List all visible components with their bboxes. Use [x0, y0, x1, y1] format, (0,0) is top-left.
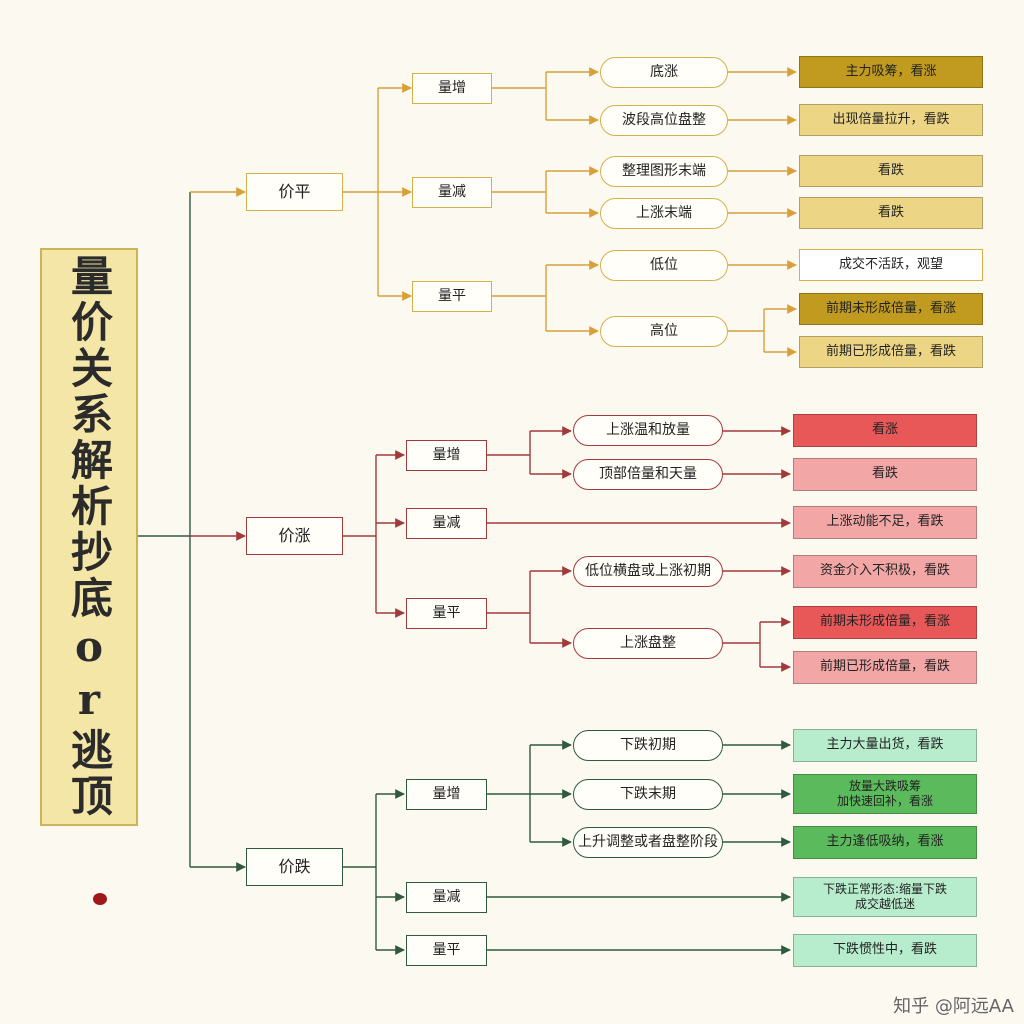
node-flat-cond-low: 低位: [600, 250, 728, 281]
node-flat-cond-high-consolidation: 波段高位盘整: [600, 105, 728, 136]
node-flat-res-distribution: 出现倍量拉升，看跌: [799, 104, 983, 136]
node-flat-res-wait: 成交不活跃，观望: [799, 249, 983, 281]
node-down-res-panic-rebound: 放量大跌吸筹 加快速回补，看涨: [793, 774, 977, 814]
node-flat-vol-down: 量减: [412, 177, 492, 208]
node-flat-res-bear-2: 看跌: [799, 197, 983, 229]
node-down-vol-up: 量增: [406, 779, 487, 810]
node-down-res-normal-fall: 下跌正常形态:缩量下跌 成交越低迷: [793, 877, 977, 917]
node-down-vol-flat: 量平: [406, 935, 487, 966]
node-down-res-main-sell: 主力大量出货，看跌: [793, 729, 977, 762]
node-up-cond-low-consolidation: 低位横盘或上涨初期: [573, 556, 723, 587]
node-up-vol-up: 量增: [406, 440, 487, 471]
node-flat-res-double-bear: 前期已形成倍量，看跌: [799, 336, 983, 368]
node-price-flat: 价平: [246, 173, 343, 211]
node-flat-cond-rise-end: 上涨末端: [600, 198, 728, 229]
node-flat-res-bear-1: 看跌: [799, 155, 983, 187]
node-up-res-bull: 看涨: [793, 414, 977, 447]
node-up-vol-flat: 量平: [406, 598, 487, 629]
node-up-vol-down: 量减: [406, 508, 487, 539]
node-down-vol-down: 量减: [406, 882, 487, 913]
diagram-title: 量价关系解析抄底or逃顶: [40, 248, 138, 826]
node-up-res-bear: 看跌: [793, 458, 977, 491]
node-up-res-weak: 上涨动能不足，看跌: [793, 506, 977, 539]
node-price-up: 价涨: [246, 517, 343, 555]
node-up-res-double-bear: 前期已形成倍量，看跌: [793, 651, 977, 684]
node-flat-res-main-absorb: 主力吸筹，看涨: [799, 56, 983, 88]
node-flat-vol-flat: 量平: [412, 281, 492, 312]
node-flat-vol-up: 量增: [412, 73, 492, 104]
node-up-cond-rise-consolidation: 上涨盘整: [573, 628, 723, 659]
node-flat-cond-bottom-rise: 底涨: [600, 57, 728, 88]
node-down-res-low-absorb: 主力逢低吸纳，看涨: [793, 826, 977, 859]
node-price-down: 价跌: [246, 848, 343, 886]
node-flat-cond-high: 高位: [600, 316, 728, 347]
node-down-res-falling: 下跌惯性中，看跌: [793, 934, 977, 967]
node-up-cond-mild-volume: 上涨温和放量: [573, 415, 723, 446]
seal-stamp: [93, 893, 107, 905]
node-down-cond-late-fall: 下跌末期: [573, 779, 723, 810]
node-up-cond-top-huge-volume: 顶部倍量和天量: [573, 459, 723, 490]
node-up-res-not-double-bull: 前期未形成倍量，看涨: [793, 606, 977, 639]
node-flat-cond-consolidation-end: 整理图形末端: [600, 156, 728, 187]
node-down-cond-rise-adjust: 上升调整或者盘整阶段: [573, 827, 723, 858]
watermark-text: 知乎 @阿远AA: [893, 996, 1014, 1017]
node-down-cond-early-fall: 下跌初期: [573, 730, 723, 761]
node-up-res-cautious: 资金介入不积极，看跌: [793, 555, 977, 588]
node-flat-res-not-double-bull: 前期未形成倍量，看涨: [799, 293, 983, 325]
